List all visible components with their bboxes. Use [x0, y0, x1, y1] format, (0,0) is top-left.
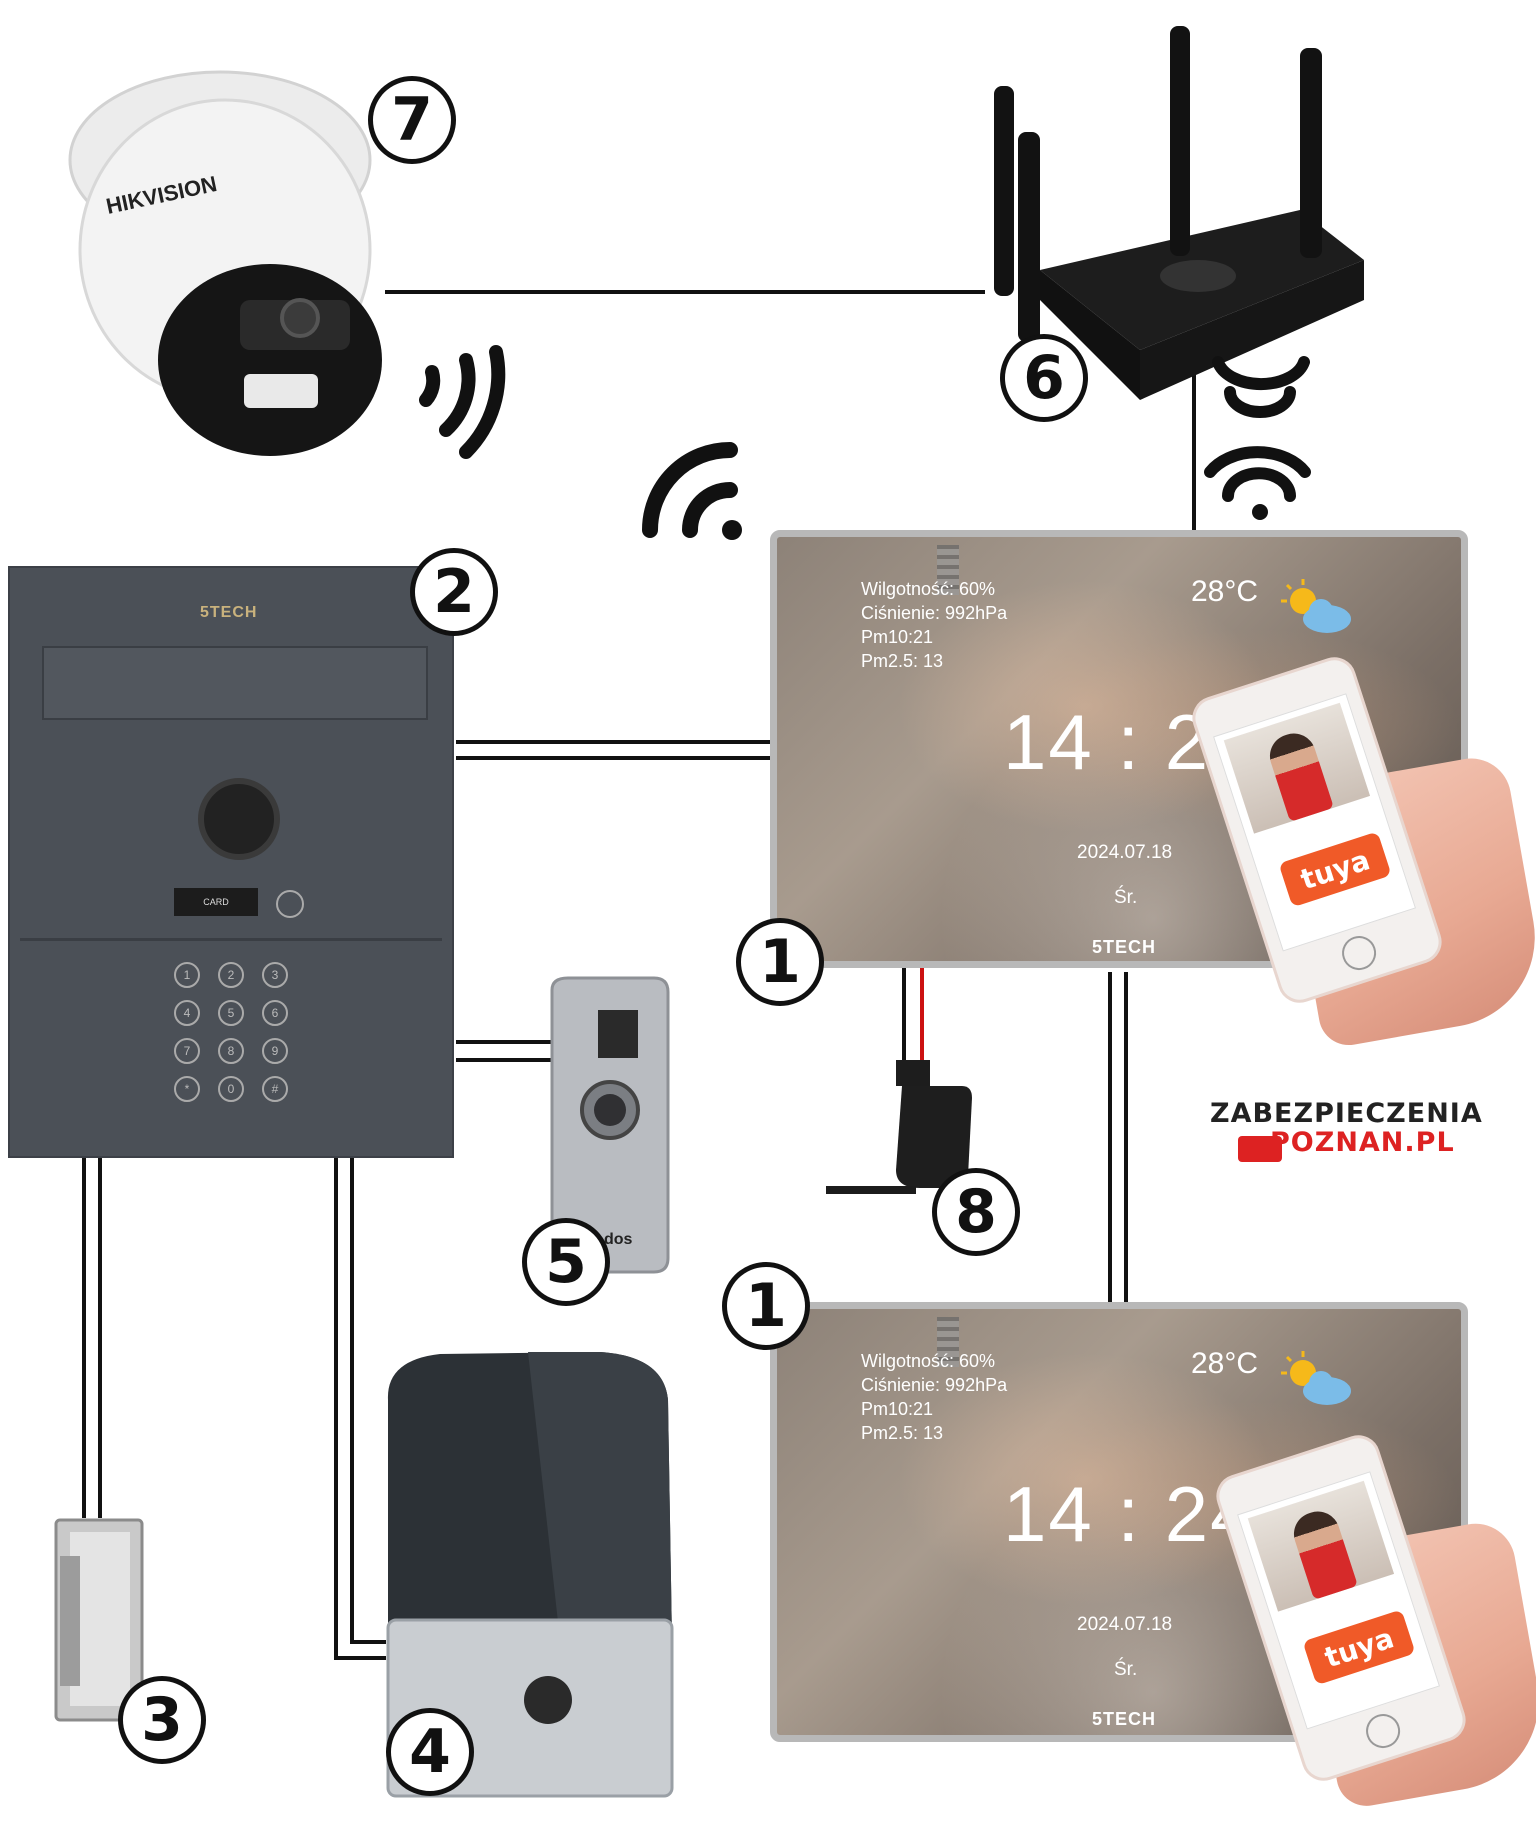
badge-5: 5 — [522, 1218, 610, 1306]
badge-4: 4 — [386, 1708, 474, 1796]
keypad-key: * — [174, 1076, 200, 1102]
pm25-text: Pm2.5: 13 — [861, 651, 944, 671]
panel-divider — [20, 938, 442, 941]
keypad-key: 6 — [262, 1000, 288, 1026]
pm10-text: Pm10:21 — [861, 1399, 934, 1419]
keypad-key: 9 — [262, 1038, 288, 1064]
tuya-logo: tuya — [1278, 831, 1392, 908]
badge-8: 8 — [932, 1168, 1020, 1256]
temperature-text: 28°C — [1191, 1347, 1259, 1380]
pressure-text: Ciśnienie: 992hPa — [861, 1375, 1008, 1395]
courier-image — [1288, 1505, 1358, 1600]
temperature-text: 28°C — [1191, 575, 1259, 608]
day-text: Śr. — [1114, 887, 1138, 908]
exit-button: dos — [550, 976, 670, 1274]
courier-image — [1264, 727, 1334, 822]
badge-1-bottom: 1 — [722, 1262, 810, 1350]
monitor-weather-info: Wilgotność: 60% Ciśnienie: 992hPa Pm10:2… — [861, 577, 1007, 673]
keypad-key: 1 — [174, 962, 200, 988]
weather-partly-cloudy-icon — [1281, 1351, 1351, 1405]
keypad-key: # — [262, 1076, 288, 1102]
date-text: 2024.07.18 — [1077, 1614, 1173, 1635]
camera-wireless-icon — [419, 345, 506, 459]
keypad-key: 5 — [218, 1000, 244, 1026]
monitor-weather-info: Wilgotność: 60% Ciśnienie: 992hPa Pm10:2… — [861, 1349, 1007, 1445]
company-logo: ZABEZPIECZENIA POZNAN.PL — [1210, 1098, 1483, 1162]
monitor-indicator — [937, 545, 959, 595]
wire-panel-gate-b — [350, 1158, 386, 1644]
clock-text: 14 : 24 — [1003, 1470, 1256, 1558]
mailbox-slot — [42, 646, 428, 720]
phone-video-feed — [1247, 1480, 1395, 1612]
badge-7: 7 — [368, 76, 456, 164]
keypad-key: 7 — [174, 1038, 200, 1064]
weather-partly-cloudy-icon — [1281, 579, 1351, 633]
logo-line-1: ZABEZPIECZENIA — [1210, 1098, 1483, 1129]
power-supply — [826, 1060, 972, 1194]
cctv-camera-icon — [1238, 1136, 1282, 1162]
date-text: 2024.07.18 — [1077, 842, 1173, 863]
badge-1-top: 1 — [736, 918, 824, 1006]
exit-button-brand: dos — [604, 1231, 633, 1248]
phone-home-button — [1337, 931, 1381, 975]
electric-strike-lock — [54, 1518, 144, 1722]
monitor-brand: 5TECH — [1092, 1709, 1157, 1729]
wire-panel-gate-a — [334, 1158, 386, 1660]
card-reader: CARD — [174, 888, 258, 916]
badge-3: 3 — [118, 1676, 206, 1764]
monitor-brand: 5TECH — [1092, 937, 1157, 957]
door-panel-brand: 5TECH — [200, 604, 258, 621]
keypad-key: 2 — [218, 962, 244, 988]
badge-6: 6 — [1000, 334, 1088, 422]
router — [994, 26, 1364, 400]
humidity-text: Wilgotność: 60% — [861, 579, 996, 599]
pressure-text: Ciśnienie: 992hPa — [861, 603, 1008, 623]
keypad-key: 8 — [218, 1038, 244, 1064]
keypad-key: 3 — [262, 962, 288, 988]
dome-camera: HIKVISION — [68, 70, 382, 456]
keypad-key: 0 — [218, 1076, 244, 1102]
humidity-text: Wilgotność: 60% — [861, 1351, 996, 1371]
bell-icon — [276, 890, 304, 918]
pm25-text: Pm2.5: 13 — [861, 1423, 944, 1443]
keypad-key: 4 — [174, 1000, 200, 1026]
tuya-logo: tuya — [1302, 1609, 1416, 1686]
phone-home-button — [1361, 1709, 1405, 1753]
day-text: Śr. — [1114, 1659, 1138, 1680]
phone-video-feed — [1223, 702, 1371, 834]
badge-2: 2 — [410, 548, 498, 636]
monitor-indicator — [937, 1317, 959, 1367]
panel-wireless-icon — [642, 442, 738, 538]
door-camera-lens — [198, 778, 280, 860]
logo-line-2: POZNAN.PL — [1270, 1127, 1455, 1158]
router-wireless-icon — [1204, 356, 1311, 502]
pm10-text: Pm10:21 — [861, 627, 934, 647]
